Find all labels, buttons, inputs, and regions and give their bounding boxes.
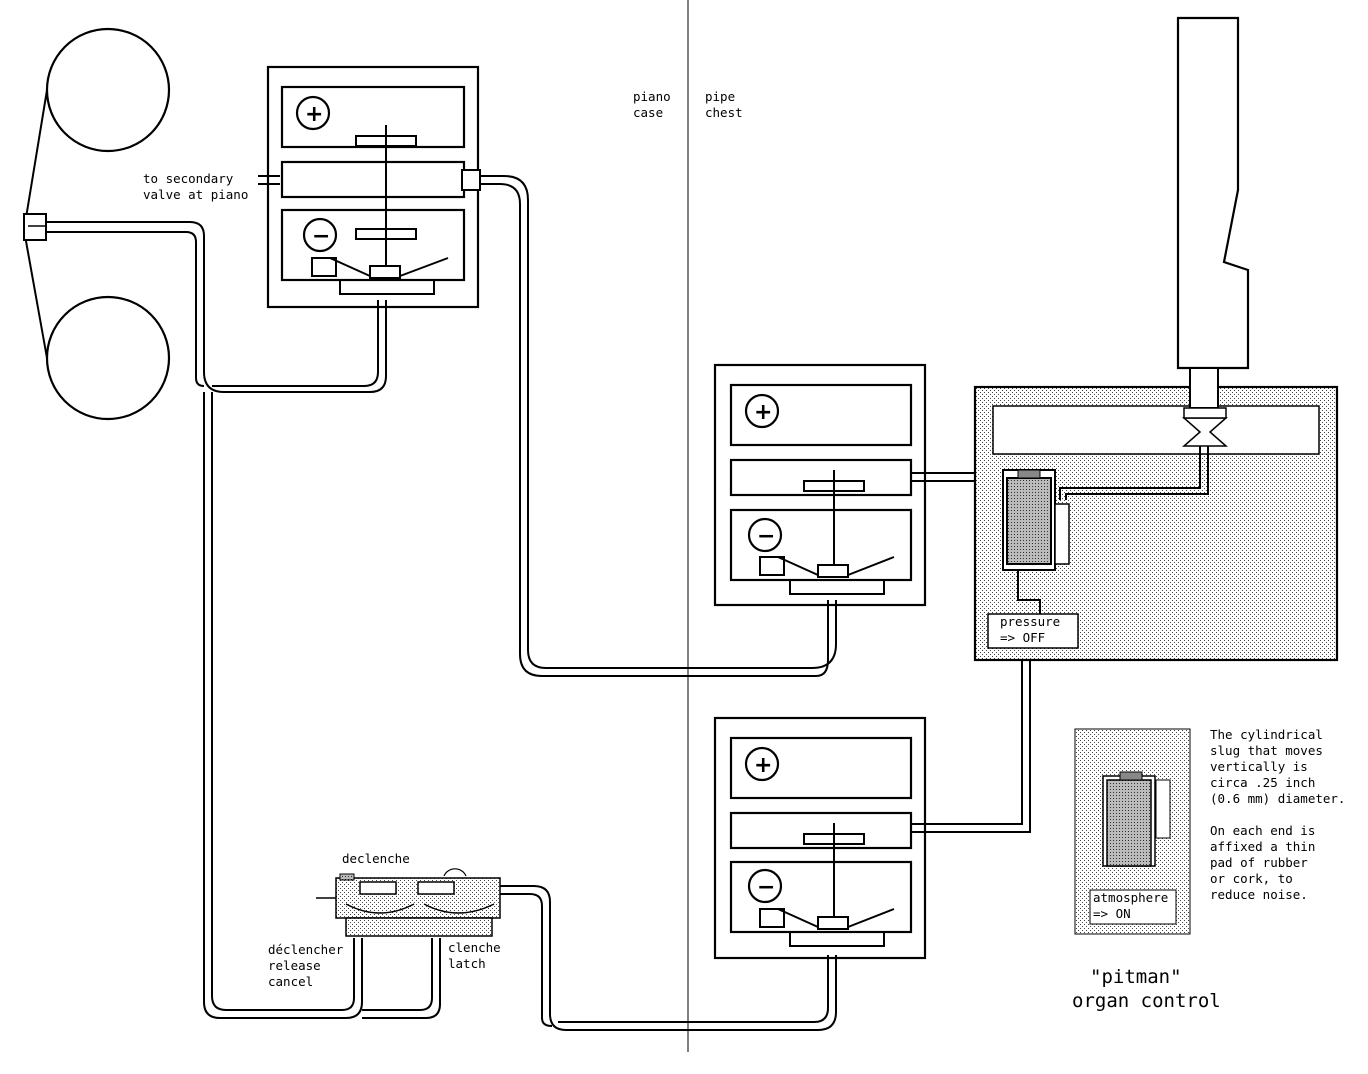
plus-symbol: +: [754, 400, 772, 425]
valve-secondary: + −: [713, 363, 927, 607]
description-line-7: On each end is: [1210, 823, 1315, 838]
to-secondary-label-1: to secondary: [143, 171, 234, 186]
pipe-foot: [1189, 367, 1219, 409]
atmosphere-state: => ON: [1093, 906, 1131, 921]
tracker-bar: [23, 213, 47, 241]
description-line-3: vertically is: [1210, 759, 1308, 774]
clenche-label-1: clenche: [448, 940, 501, 955]
description-line-5: (0.6 mm) diameter.: [1210, 791, 1345, 806]
description-line-1: The cylindrical: [1210, 727, 1323, 742]
organ-pipe: [1176, 16, 1250, 370]
upper-spool: [45, 27, 171, 153]
pressure-box: [987, 613, 1079, 649]
minus-symbol: −: [757, 524, 775, 549]
pressure-label: pressure: [1000, 614, 1060, 629]
pipe-chest-label-1: pipe: [705, 89, 735, 104]
description-line-4: circa .25 inch: [1210, 775, 1315, 790]
declenche-label: declenche: [342, 851, 410, 866]
pressure-state: => OFF: [1000, 630, 1045, 645]
description-line-2: slug that moves: [1210, 743, 1323, 758]
slug: [1006, 477, 1052, 565]
lower-spool: [45, 295, 171, 421]
pipe-chest: pressure => OFF: [973, 16, 1339, 662]
valve-primary: + −: [266, 65, 481, 309]
piano-case-label-1: piano: [633, 89, 671, 104]
piano-case-label-2: case: [633, 105, 663, 120]
minus-symbol: −: [312, 224, 330, 249]
description-line-11: reduce noise.: [1210, 887, 1308, 902]
to-secondary-label-2: valve at piano: [143, 187, 248, 202]
description-line-9: pad of rubber: [1210, 855, 1308, 870]
description-line-8: affixed a thin: [1210, 839, 1315, 854]
minus-symbol: −: [757, 875, 775, 900]
slug-detail-inset: atmosphere => ON: [1074, 728, 1191, 935]
pipe-chest-label-2: chest: [705, 105, 743, 120]
music-roll: [23, 27, 171, 421]
plus-symbol: +: [305, 102, 323, 127]
latch-mechanism: [316, 868, 501, 937]
title-line-1: "pitman": [1090, 966, 1182, 988]
declencher-label-3: cancel: [268, 974, 313, 989]
clenche-label-2: latch: [448, 956, 486, 971]
atmosphere-label: atmosphere: [1093, 890, 1168, 905]
tubing: [46, 175, 1031, 1031]
declencher-label-2: release: [268, 958, 321, 973]
description-line-10: or cork, to: [1210, 871, 1293, 886]
pipe-foot-channel: [992, 405, 1320, 455]
plus-symbol: +: [754, 753, 772, 778]
valve-tertiary: + −: [713, 716, 927, 960]
title-line-2: organ control: [1072, 990, 1221, 1012]
declencher-label-1: déclencher: [268, 942, 344, 957]
